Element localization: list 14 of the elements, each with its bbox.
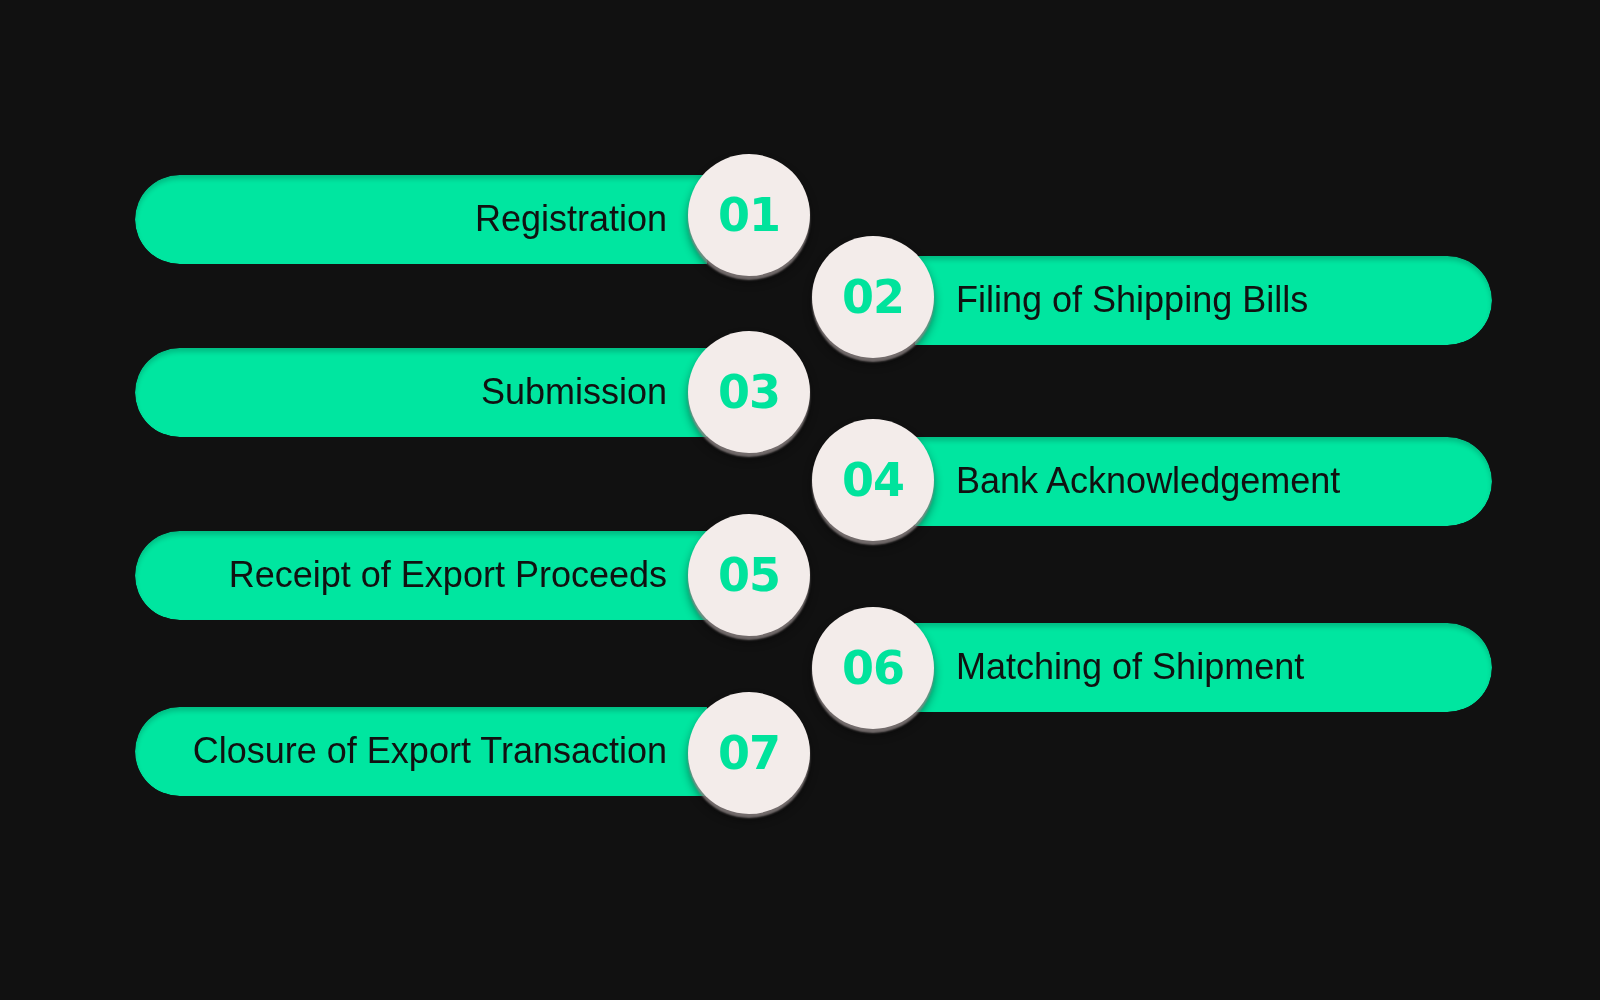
step-number: 07 [718, 726, 780, 780]
step-label: Matching of Shipment [956, 646, 1305, 688]
step-label: Closure of Export Transaction [192, 730, 667, 772]
step-number: 03 [718, 365, 780, 419]
step-number: 05 [718, 548, 780, 602]
step-label: Bank Acknowledgement [956, 460, 1341, 502]
step-number: 04 [842, 453, 904, 507]
step-number: 02 [842, 270, 904, 324]
step-number: 01 [718, 188, 780, 242]
step-label: Submission [480, 371, 667, 413]
step-label: Receipt of Export Proceeds [228, 554, 667, 596]
step-number: 06 [842, 641, 904, 695]
step-label: Registration [474, 198, 667, 240]
step-label: Filing of Shipping Bills [956, 279, 1309, 321]
